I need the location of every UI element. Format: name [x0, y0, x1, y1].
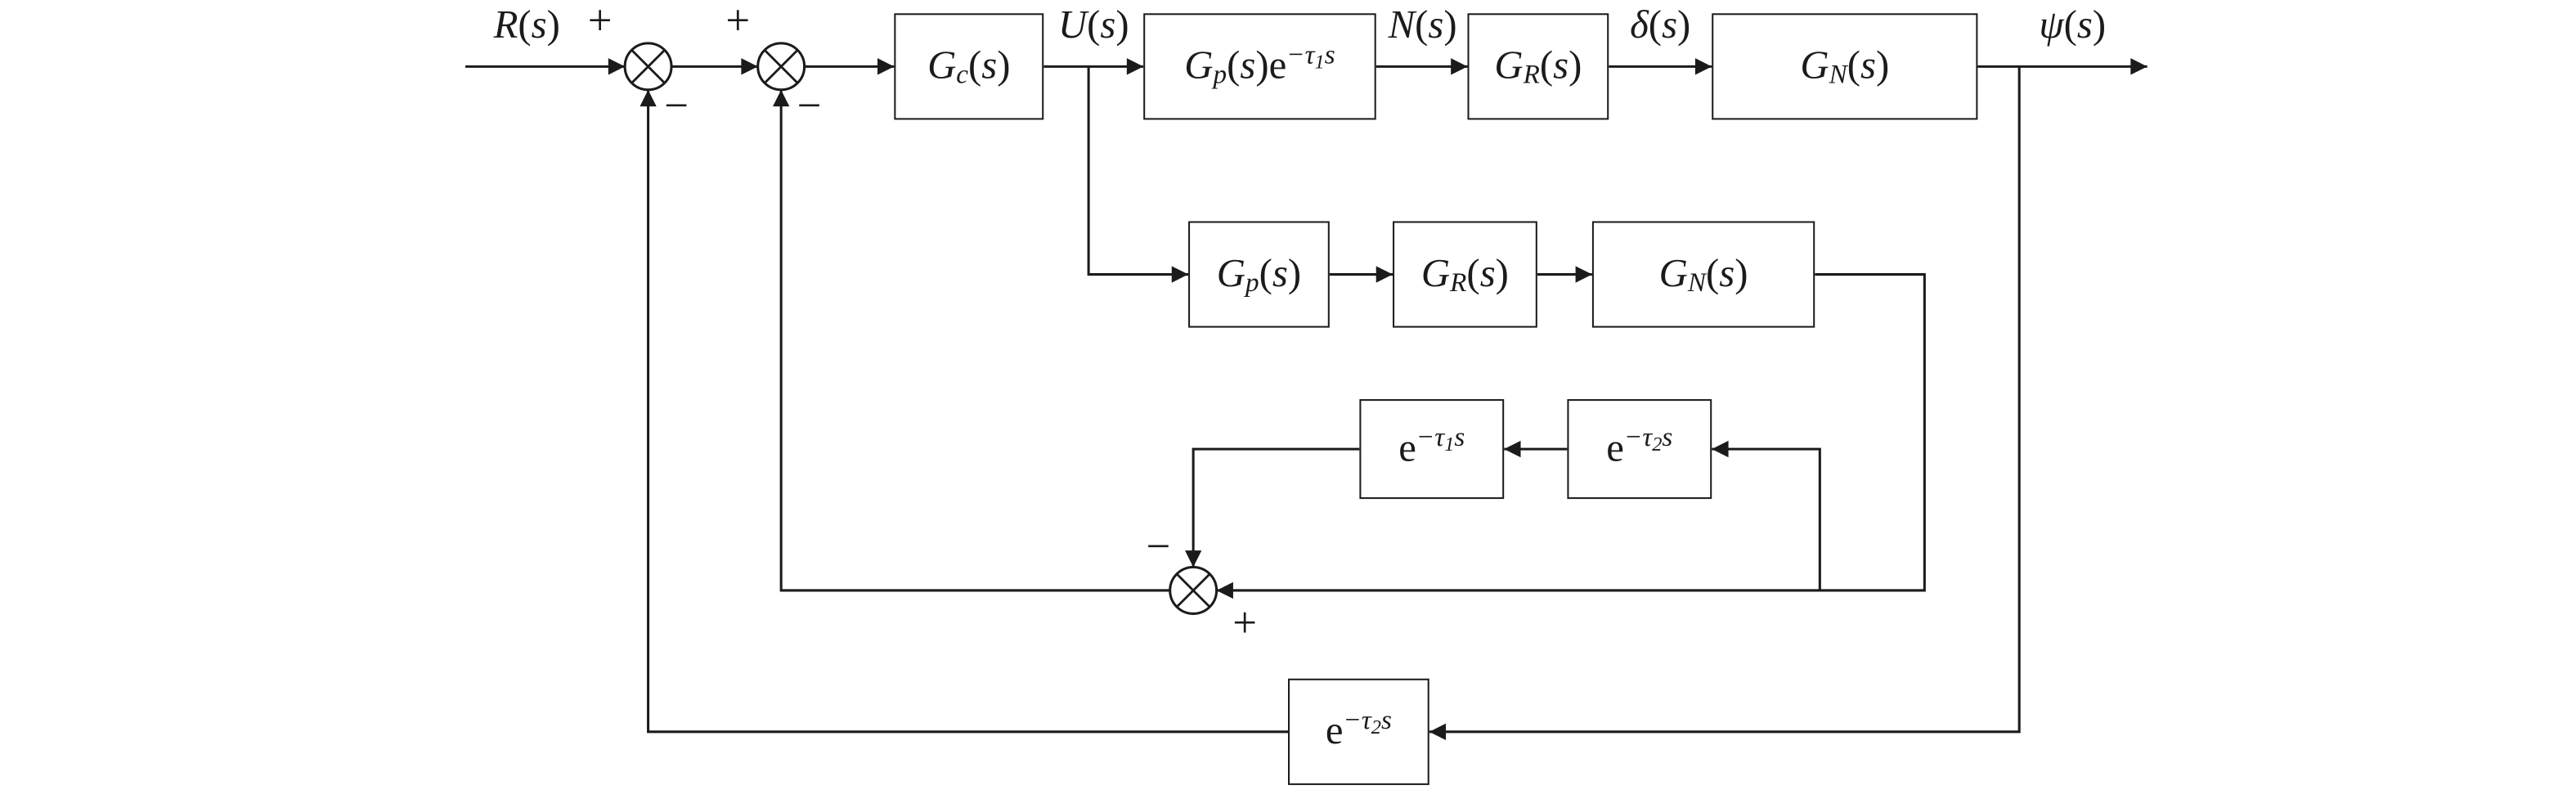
block-gp-model: Gp(s) [1188, 221, 1330, 328]
signal-label-r: R(s) [493, 4, 560, 47]
signal-label-n: N(s) [1388, 4, 1457, 47]
wire-output-branch-to-tau2-feedback [1429, 66, 2021, 740]
sign-junction2-minus: − [797, 81, 822, 130]
sign-junction3-plus: + [1232, 599, 1258, 648]
sign-junction2-plus: + [725, 0, 751, 45]
block-delay-tau1-label: e−τ1s [1398, 421, 1465, 470]
signal-label-psi: ψ(s) [2039, 4, 2107, 47]
block-gc-label: Gc(s) [927, 43, 1011, 90]
block-gp-delay-label: Gp(s)e−τ1s [1184, 38, 1335, 90]
summing-junction-1 [623, 42, 673, 92]
block-delay-tau2-feedback: e−τ2s [1288, 678, 1429, 785]
block-delay-tau1: e−τ1s [1359, 399, 1505, 500]
junction-cross [764, 49, 799, 84]
block-gn-model-label: GN(s) [1658, 252, 1748, 298]
block-gp-model-label: Gp(s) [1216, 252, 1302, 298]
block-gc: Gc(s) [894, 13, 1044, 120]
summing-junction-2 [756, 42, 806, 92]
wire-u-branch-to-gp-model [1087, 66, 1189, 283]
wire-tau1-to-j3 [1184, 447, 1360, 568]
wire-j3-to-j2-feedback [772, 89, 1170, 592]
sign-junction1-minus: − [664, 81, 689, 130]
junction-cross [631, 49, 666, 84]
block-gr-top-label: GR(s) [1494, 43, 1582, 90]
block-gn-top: GN(s) [1712, 13, 1978, 120]
wires [465, 58, 2147, 740]
block-delay-tau2-inner-label: e−τ2s [1606, 421, 1673, 470]
summing-junction-3 [1169, 565, 1218, 615]
junction-cross [1176, 572, 1211, 608]
sign-junction3-minus: − [1146, 522, 1171, 571]
block-gr-model-label: GR(s) [1420, 252, 1509, 298]
block-gr-top: GR(s) [1467, 13, 1609, 120]
wire-gn-model-to-j3 [1216, 273, 1926, 599]
sign-junction1-plus: + [587, 0, 613, 45]
signal-label-delta: δ(s) [1630, 4, 1691, 47]
block-gp-delay: Gp(s)e−τ1s [1143, 13, 1376, 120]
signal-label-u: U(s) [1057, 4, 1129, 47]
block-gr-model: GR(s) [1393, 221, 1537, 328]
block-gn-top-label: GN(s) [1800, 43, 1890, 90]
block-gn-model: GN(s) [1591, 221, 1815, 328]
block-delay-tau2-feedback-label: e−τ2s [1325, 703, 1392, 753]
wire-tap-to-tau2-delay [1712, 440, 1821, 590]
block-delay-tau2-inner: e−τ2s [1567, 399, 1712, 500]
wire-tau2-feedback-to-j1 [640, 89, 1288, 734]
